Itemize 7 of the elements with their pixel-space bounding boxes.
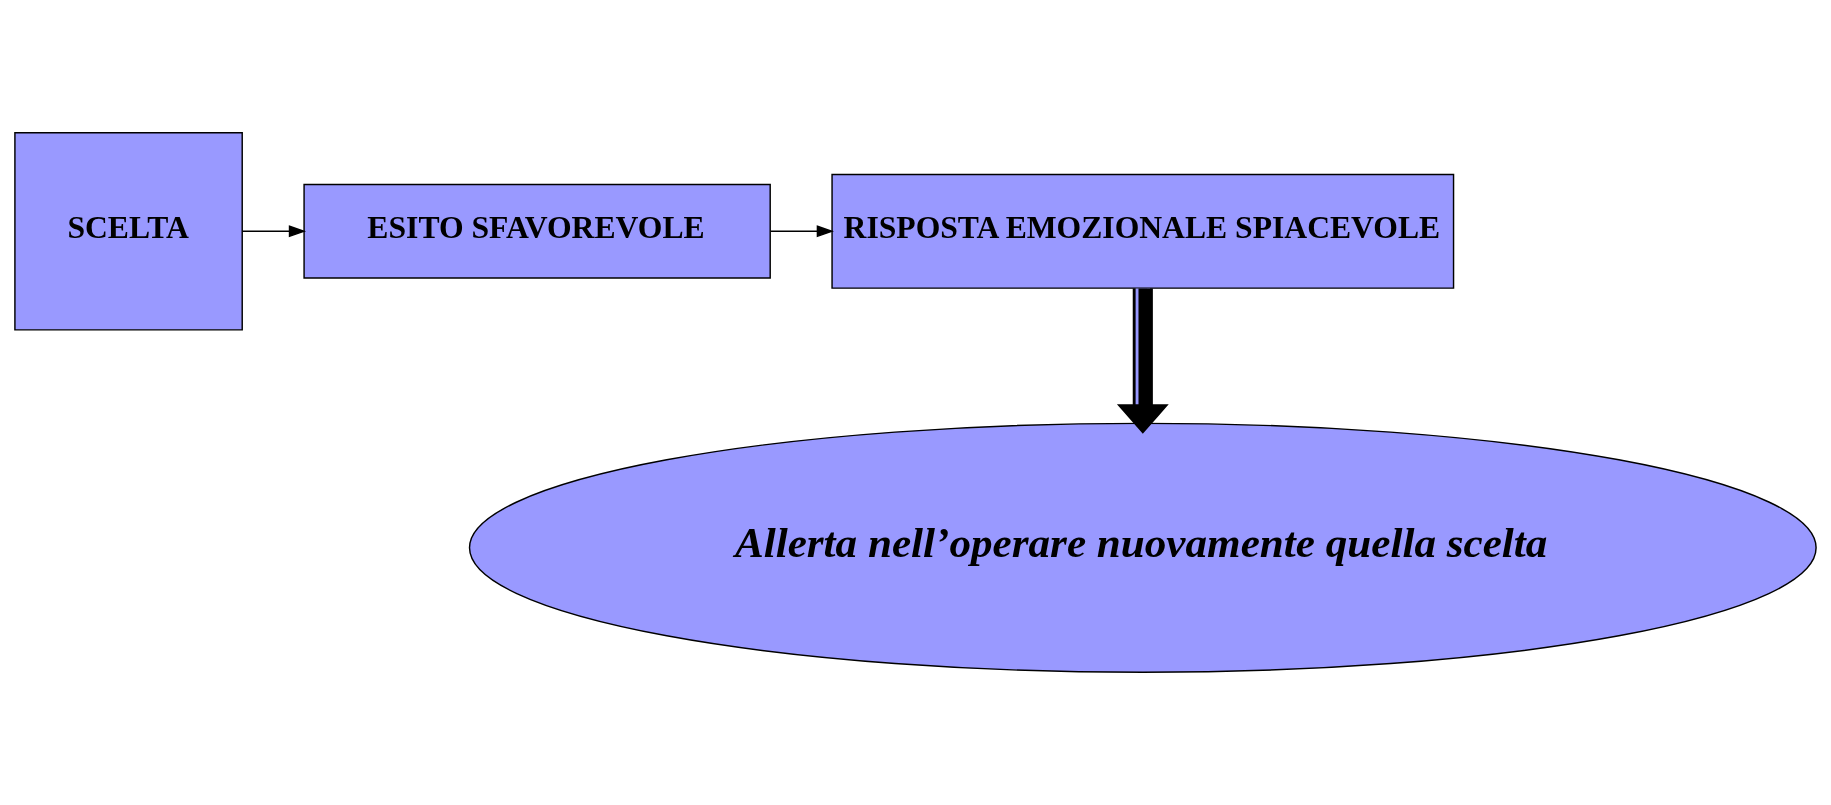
arrow bbox=[1116, 288, 1169, 434]
node-box: RISPOSTA EMOZIONALE SPIACEVOLE bbox=[831, 173, 1455, 289]
node-box: ESITO SFAVOREVOLE bbox=[303, 183, 771, 279]
arrow bbox=[770, 225, 834, 238]
node-ellipse: Allerta nell’operare nuovamente quella scelta bbox=[468, 422, 1817, 673]
node-box: SCELTA bbox=[14, 132, 243, 331]
arrow bbox=[241, 225, 307, 238]
